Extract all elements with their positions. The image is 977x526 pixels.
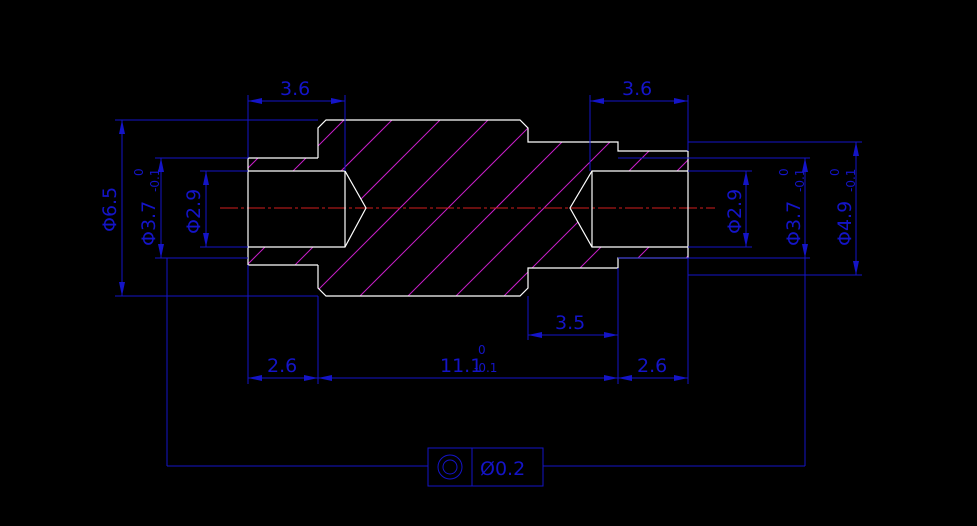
geometric-tolerance-frame: Ø0.2 xyxy=(427,447,544,487)
hatch-line xyxy=(335,120,547,296)
part-outline xyxy=(247,119,689,297)
dim-left-step: 2.6 xyxy=(267,355,297,377)
dim-left-journal-tol-upper: 0 xyxy=(132,168,146,176)
left-bore-void xyxy=(248,171,366,247)
dim-right-outer-tol-lower: -0.1 xyxy=(844,169,858,192)
dim-right-journal-tol-upper: 0 xyxy=(777,168,791,176)
dim-left-journal-tol-lower: -0.1 xyxy=(148,169,162,192)
dim-left-outer-diameter: Φ6.5 xyxy=(99,187,121,232)
dim-total-tol-upper: 0 xyxy=(478,343,486,357)
dim-total-length: 11.1 xyxy=(440,355,482,377)
dimension-lines xyxy=(115,95,862,467)
hatch-line xyxy=(864,110,977,320)
dim-right-journal-diameter: Φ3.7 xyxy=(783,201,805,246)
concentricity-icon xyxy=(437,454,463,480)
dim-total-tol-lower: -0.1 xyxy=(474,361,497,375)
dim-right-journal-tol-lower: -0.1 xyxy=(793,169,807,192)
hatch-line xyxy=(912,110,977,320)
right-bore-void xyxy=(570,171,688,247)
hatch-line xyxy=(431,120,643,296)
dim-right-step: 2.6 xyxy=(637,355,667,377)
tolerance-value: Ø0.2 xyxy=(480,458,525,480)
dim-right-counterbore: 3.6 xyxy=(622,78,652,100)
dim-left-journal-diameter: Φ3.7 xyxy=(138,201,160,246)
dim-groove-length: 3.5 xyxy=(555,312,585,334)
dimension-arrows xyxy=(119,98,859,381)
dim-right-outer-tol-upper: 0 xyxy=(828,168,842,176)
hatch-line xyxy=(287,120,499,296)
dim-right-outer-diameter: Φ4.9 xyxy=(834,201,856,246)
dim-left-bore-diameter: Φ2.9 xyxy=(183,189,205,234)
dim-left-counterbore: 3.6 xyxy=(280,78,310,100)
hatch-line xyxy=(383,120,595,296)
hatch-line xyxy=(960,110,977,320)
dim-right-bore-diameter: Φ2.9 xyxy=(724,189,746,234)
